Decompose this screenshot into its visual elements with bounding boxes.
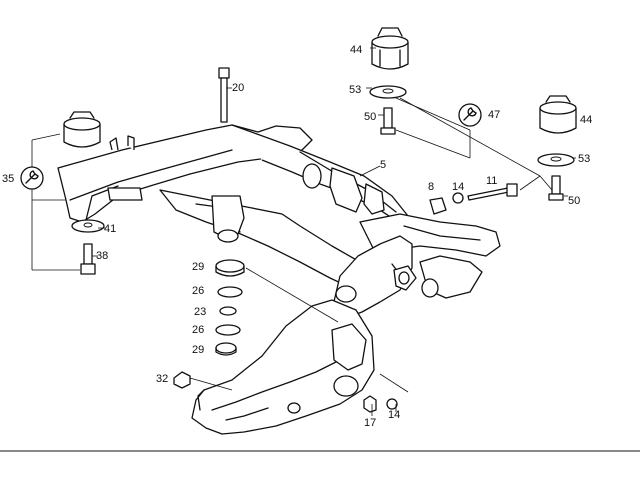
wrench-icon [20,166,44,190]
callout-14-top: 14 [452,181,464,193]
callout-26-top: 26 [192,285,204,297]
bolt-50-top [380,107,396,135]
callout-41: 41 [104,223,116,235]
washer-26-bottom [215,324,241,336]
washer-23 [219,306,237,316]
bushing-left [63,111,101,148]
leader-lines [31,47,576,416]
nut-32 [173,371,191,389]
bolt-50-right [548,175,564,201]
callout-29-top: 29 [192,261,204,273]
washer-53-right [537,153,575,167]
bushing-44-top [371,27,409,70]
callout-32: 32 [156,373,168,385]
washer-26-top [217,286,243,298]
callouts: 44 53 50 20 5 47 44 53 50 8 14 11 35 41 … [2,44,592,429]
callout-23: 23 [194,306,206,318]
callout-53-top: 53 [349,84,361,96]
callout-20: 20 [232,82,244,94]
callout-5: 5 [380,159,386,171]
spacer-8 [429,197,447,215]
nut-14-top [452,192,464,204]
washer-29-bottom [215,342,237,356]
callout-35: 35 [2,173,14,185]
washer-29-top [215,259,245,277]
washer-41 [71,219,105,233]
differential [191,299,375,435]
callout-29-bottom: 29 [192,344,204,356]
callout-44-right: 44 [580,114,592,126]
callout-47: 47 [488,109,500,121]
bolt-38 [80,243,96,275]
callout-8: 8 [428,181,434,193]
callout-14-bottom: 14 [388,409,400,421]
washer-14-bottom [386,398,398,410]
callout-17: 17 [364,417,376,429]
bolt-20 [218,67,230,123]
callout-44-top: 44 [350,44,362,56]
bushing-44-right [539,95,577,134]
nut-17 [363,395,377,413]
callout-38: 38 [96,250,108,262]
washer-53-top [369,85,407,99]
wrench-icon [458,103,482,127]
callout-53-right: 53 [578,153,590,165]
callout-50-top: 50 [364,111,376,123]
callout-11: 11 [486,175,497,187]
bolt-11 [467,183,518,201]
callout-26-bottom: 26 [192,324,204,336]
subframe [57,124,501,319]
callout-50-right: 50 [568,195,580,207]
